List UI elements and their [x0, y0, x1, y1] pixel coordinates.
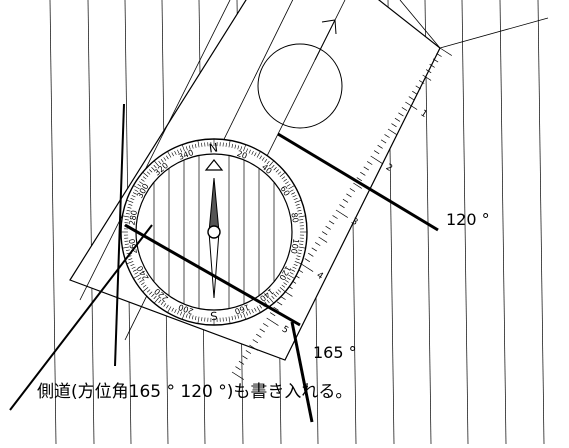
- ruler-tick: [242, 356, 247, 359]
- bearing-label-165: 165 °: [313, 345, 357, 361]
- ruler-number: 2: [384, 163, 394, 175]
- bearing-label-120: 120 °: [446, 212, 490, 228]
- pointer-line: [440, 18, 548, 48]
- ruler-tick: [440, 48, 452, 56]
- ruler-tick: [246, 350, 251, 353]
- meridian-line: [538, 0, 544, 444]
- meridian-line: [500, 0, 506, 444]
- ruler-tick: [235, 367, 240, 370]
- north-letter: N: [208, 140, 219, 155]
- compass-dial: 2040608010012014016020022024026028030032…: [121, 139, 307, 325]
- meridian-line: [88, 0, 94, 444]
- caption-text: 側道(方位角165 ° 120 °)も書き入れる。: [37, 384, 352, 401]
- ruler-tick: [437, 53, 442, 56]
- ruler-tick: [239, 361, 244, 364]
- needle-pivot: [208, 226, 220, 238]
- ruler-number: 1: [418, 109, 428, 121]
- side-road-line: [292, 322, 312, 422]
- bezel-label: 80: [289, 212, 300, 224]
- meridian-line: [50, 0, 56, 444]
